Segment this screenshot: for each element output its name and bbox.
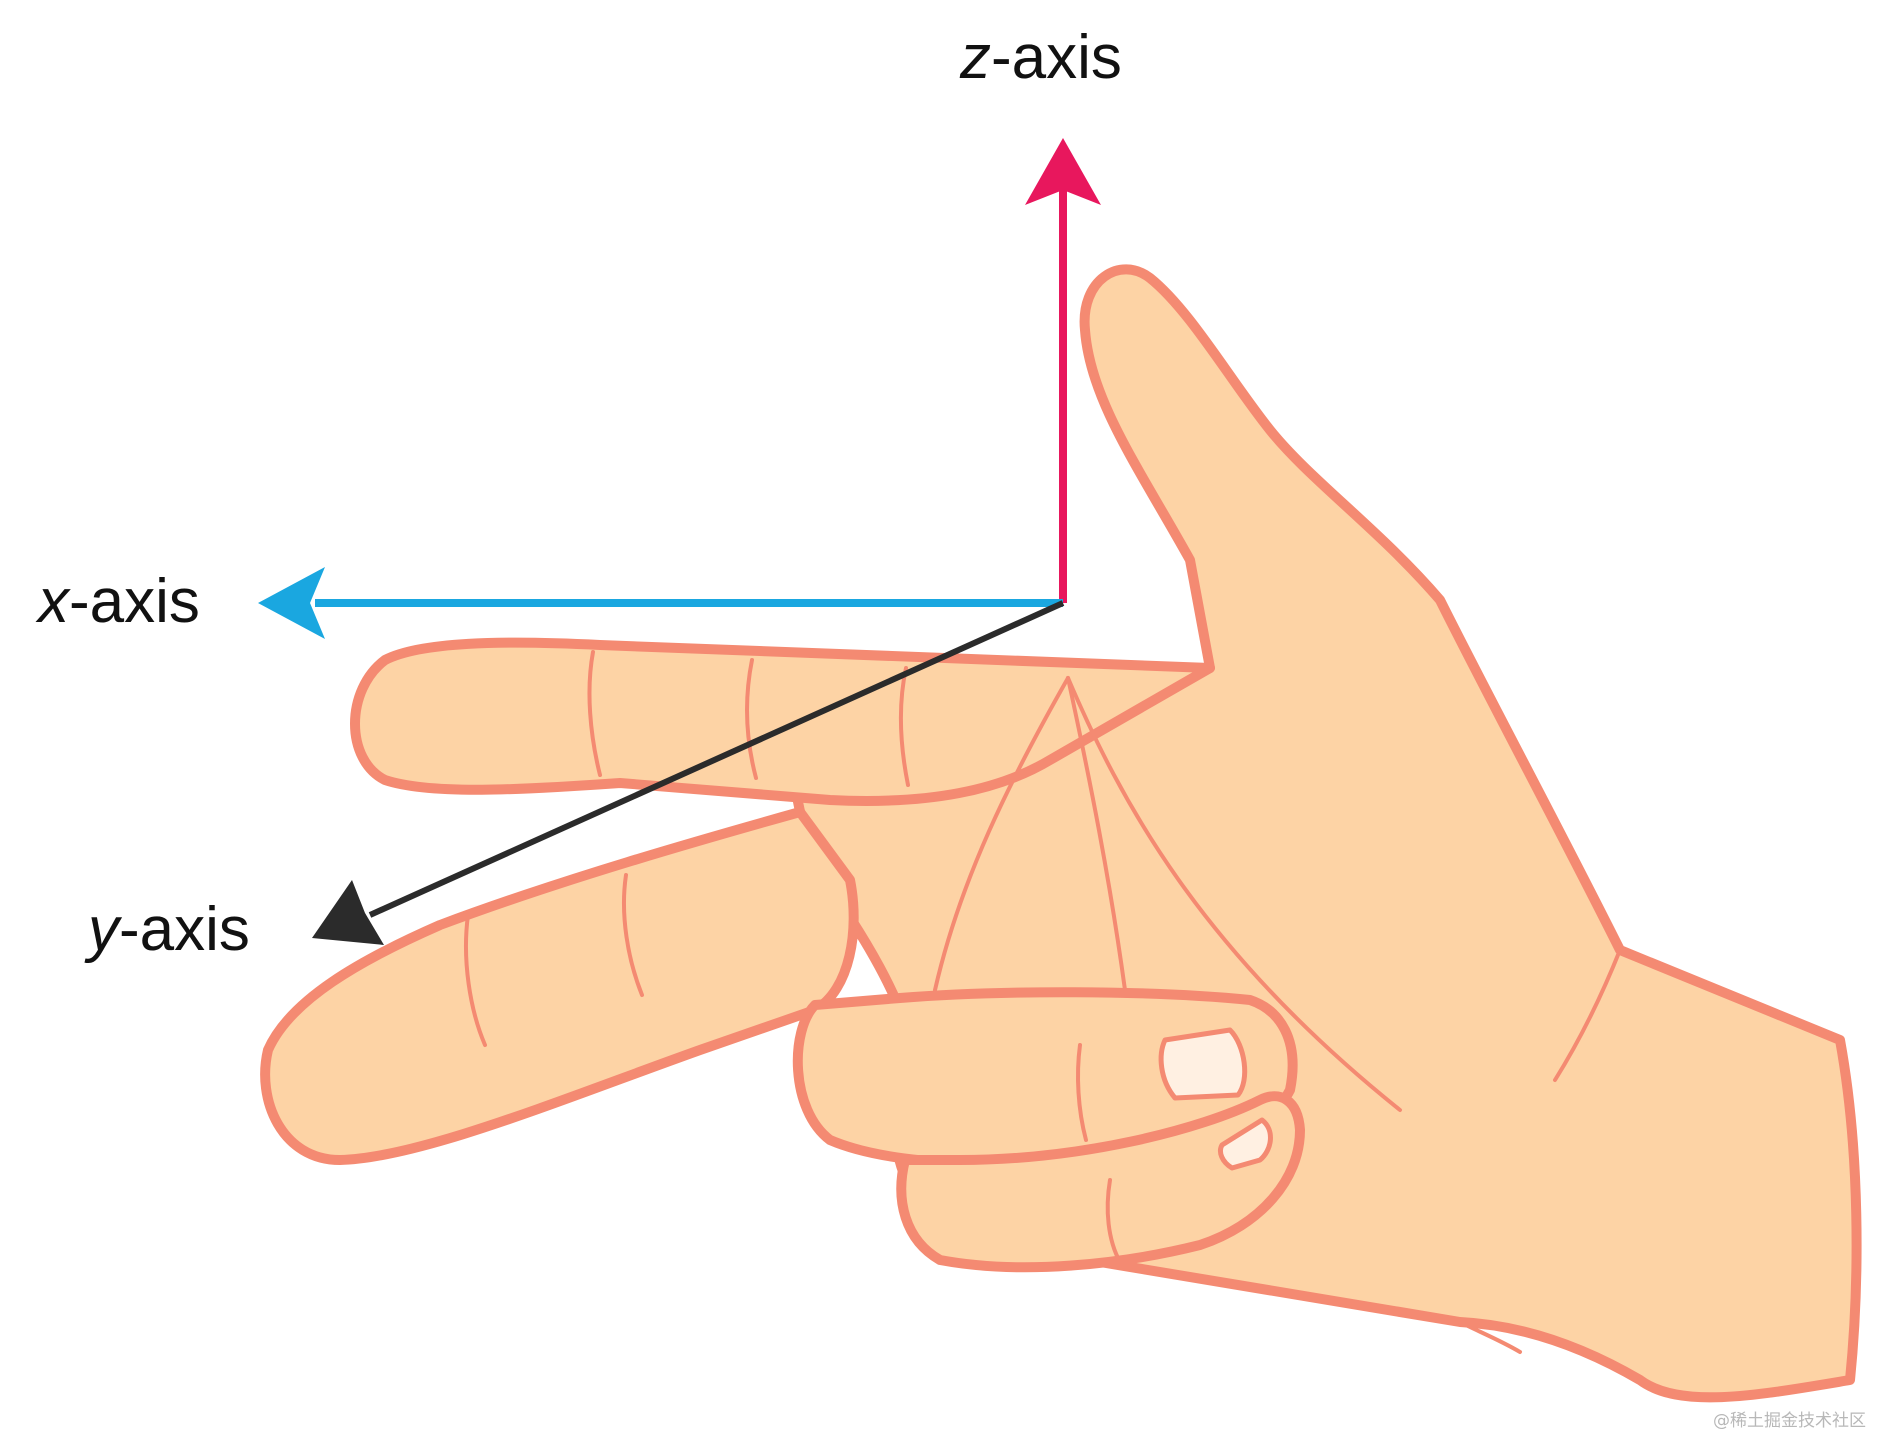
pinky-fingernail (1217, 1117, 1273, 1171)
x-axis-arrowhead (258, 567, 325, 639)
z-axis-label: z-axis (959, 23, 1122, 92)
coordinate-axes (258, 138, 1101, 945)
x-axis-suffix: -axis (69, 567, 200, 636)
hand-crease-lines (464, 650, 1622, 1354)
z-axis-suffix: -axis (991, 23, 1122, 92)
x-axis-variable: x (35, 567, 71, 636)
pinky-finger (896, 1091, 1305, 1273)
y-axis-arrowhead (312, 880, 384, 945)
index-finger (350, 637, 1215, 806)
z-axis-arrowhead (1025, 138, 1101, 205)
watermark-text: @稀土掘金技术社区 (1713, 1411, 1866, 1431)
y-axis-suffix: -axis (119, 895, 250, 964)
y-axis-arrow-shaft (368, 600, 1065, 918)
right-hand-illustration (260, 264, 1862, 1403)
y-axis-variable: y (84, 895, 123, 964)
y-axis-label: y-axis (84, 895, 250, 964)
ring-fingernail (1158, 1027, 1248, 1101)
x-axis-label: x-axis (35, 567, 200, 636)
middle-finger (260, 807, 859, 1165)
z-axis-variable: z (959, 23, 991, 92)
